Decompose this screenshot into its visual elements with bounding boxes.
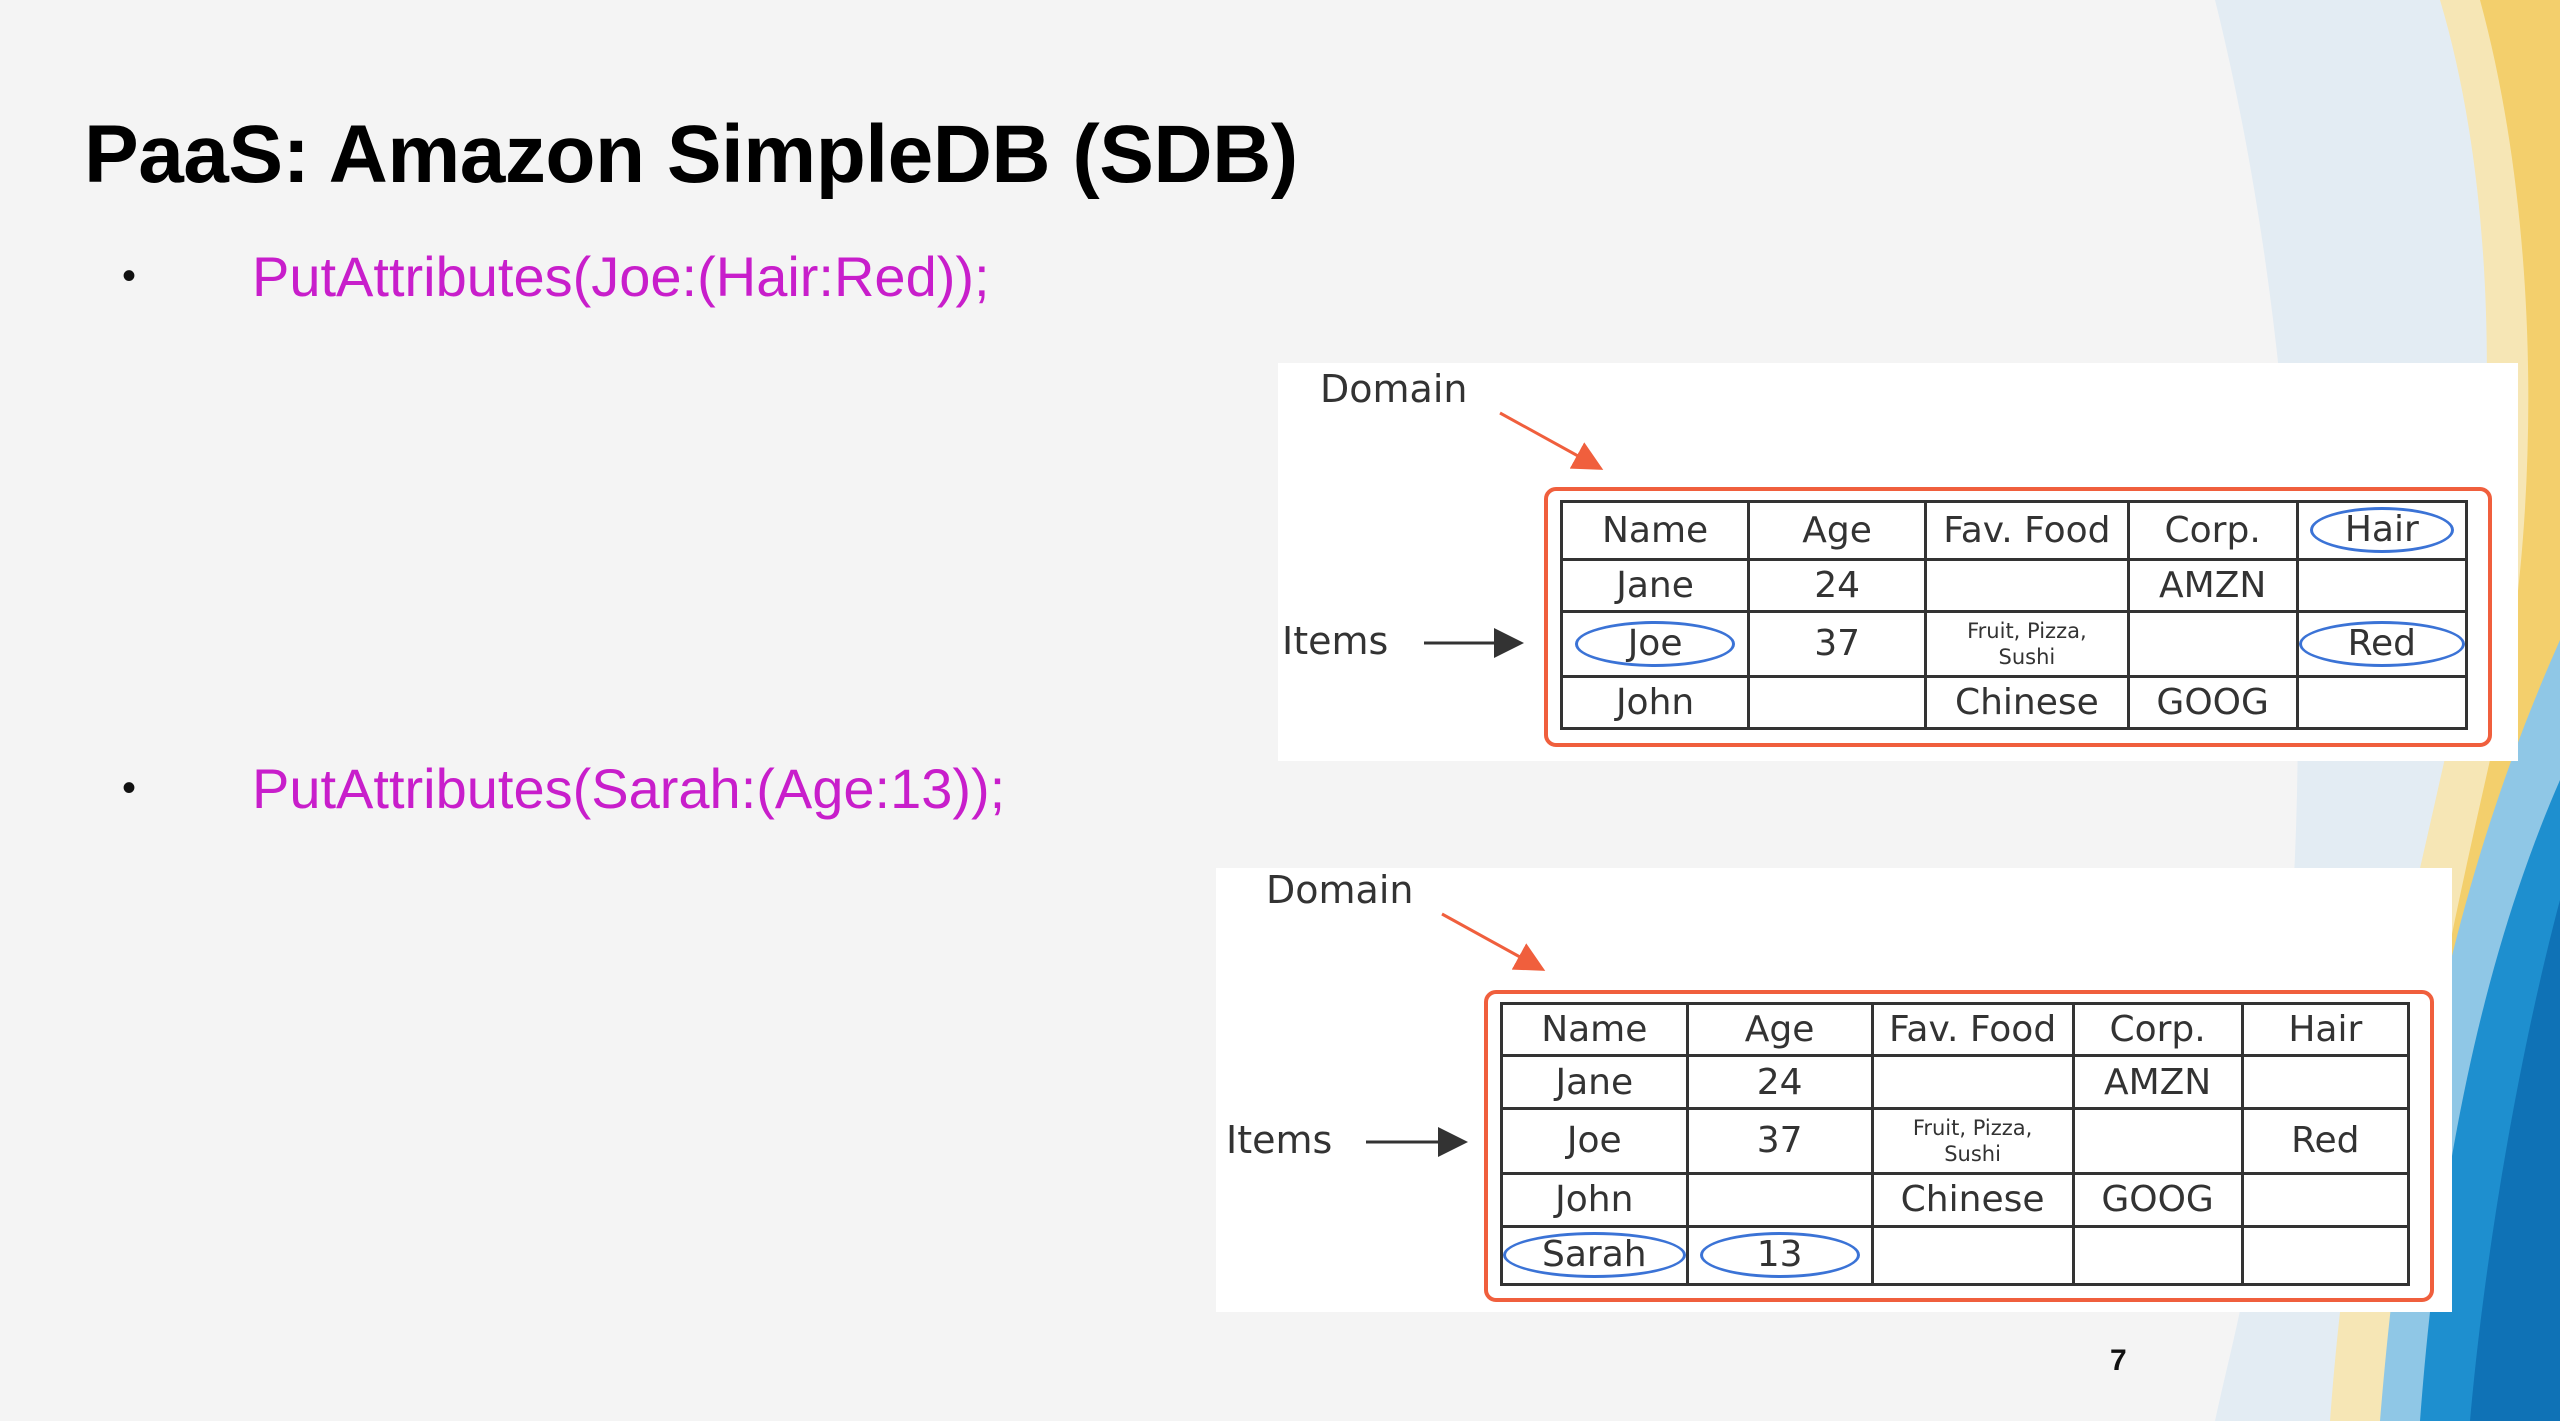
table-header-row: Name Age Fav. Food Corp. Hair	[1500, 1001, 2411, 1058]
header-corp: Corp.	[2126, 500, 2299, 561]
domain-label: Domain	[1266, 868, 1414, 912]
highlight-oval: Sarah	[1503, 1232, 1686, 1279]
cell: John	[1500, 1172, 1689, 1228]
cell: Red	[2240, 1106, 2411, 1176]
cell: John	[1559, 674, 1751, 731]
cell	[2295, 674, 2469, 731]
cell	[2126, 609, 2299, 678]
cell	[2295, 557, 2469, 613]
cell: AMZN	[2071, 1054, 2244, 1110]
cell-small-text: Fruit, Pizza, Sushi	[1912, 1115, 2033, 1166]
highlight-oval: Hair	[2309, 507, 2454, 554]
cell: Red	[2295, 609, 2469, 678]
cell: 24	[1685, 1054, 1874, 1110]
header-name: Name	[1559, 500, 1751, 561]
domain-label: Domain	[1320, 367, 1468, 411]
table-row: Joe 37 Fruit, Pizza, Sushi Red	[1559, 609, 2469, 678]
cell: AMZN	[2126, 557, 2299, 613]
table-row: Joe 37 Fruit, Pizza, Sushi Red	[1500, 1106, 2411, 1176]
header-hair: Hair	[2295, 500, 2469, 561]
table-row: Jane 24 AMZN	[1500, 1054, 2411, 1110]
domain-table: Name Age Fav. Food Corp. Hair Jane 24 AM…	[1559, 500, 2469, 731]
cell	[2071, 1224, 2244, 1287]
cell	[1747, 674, 1928, 731]
pointer-arrows	[1424, 411, 1604, 658]
cell: Fruit, Pizza, Sushi	[1870, 1106, 2075, 1176]
cell: Fruit, Pizza, Sushi	[1924, 609, 2130, 678]
bullet-text: PutAttributes(Joe:(Hair:Red));	[252, 245, 990, 308]
pointer-arrows	[1366, 912, 1546, 1157]
cell	[1924, 557, 2130, 613]
cell: Joe	[1559, 609, 1751, 678]
bullet-item: • PutAttributes(Sarah:(Age:13));	[122, 757, 1006, 820]
slide-title: PaaS: Amazon SimpleDB (SDB)	[84, 109, 1298, 200]
highlight-oval: Joe	[1574, 620, 1736, 667]
header-hair: Hair	[2240, 1001, 2411, 1058]
page-number: 7	[2110, 1344, 2127, 1377]
sdb-figure-sarah-age: Domain Items Name Age Fav. Food Corp. Ha…	[1216, 868, 2452, 1312]
cell-small-text: Fruit, Pizza, Sushi	[1967, 618, 2087, 669]
items-label: Items	[1226, 1118, 1333, 1162]
cell	[2240, 1224, 2411, 1287]
cell: Jane	[1559, 557, 1751, 613]
highlight-oval: Red	[2298, 620, 2465, 667]
cell: Chinese	[1924, 674, 2130, 731]
domain-table: Name Age Fav. Food Corp. Hair Jane 24 AM…	[1500, 1001, 2411, 1287]
header-name: Name	[1500, 1001, 1689, 1058]
cell	[1870, 1054, 2075, 1110]
bullet-item: • PutAttributes(Joe:(Hair:Red));	[122, 245, 990, 308]
header-corp: Corp.	[2071, 1001, 2244, 1058]
header-fav-food: Fav. Food	[1924, 500, 2130, 561]
header-fav-food: Fav. Food	[1870, 1001, 2075, 1058]
cell	[2240, 1172, 2411, 1228]
table-header-row: Name Age Fav. Food Corp. Hair	[1559, 500, 2469, 561]
cell	[1685, 1172, 1874, 1228]
cell: Sarah	[1500, 1224, 1689, 1287]
cell: Jane	[1500, 1054, 1689, 1110]
table-row: John Chinese GOOG	[1559, 674, 2469, 731]
cell	[2071, 1106, 2244, 1176]
bullet-text: PutAttributes(Sarah:(Age:13));	[252, 757, 1006, 820]
table-row: Sarah 13	[1500, 1224, 2411, 1287]
cell: 24	[1747, 557, 1928, 613]
table-row: John Chinese GOOG	[1500, 1172, 2411, 1228]
header-age: Age	[1747, 500, 1928, 561]
sdb-figure-hair-red: Domain Items Name Age Fav. Food Corp. Ha…	[1278, 363, 2518, 761]
cell: Chinese	[1870, 1172, 2075, 1228]
cell: Joe	[1500, 1106, 1689, 1176]
cell: 13	[1685, 1224, 1874, 1287]
items-label: Items	[1282, 619, 1389, 663]
highlight-oval: 13	[1699, 1232, 1860, 1279]
cell: GOOG	[2071, 1172, 2244, 1228]
cell: GOOG	[2126, 674, 2299, 731]
table-row: Jane 24 AMZN	[1559, 557, 2469, 613]
cell: 37	[1685, 1106, 1874, 1176]
cell	[1870, 1224, 2075, 1287]
cell: 37	[1747, 609, 1928, 678]
cell	[2240, 1054, 2411, 1110]
header-age: Age	[1685, 1001, 1874, 1058]
